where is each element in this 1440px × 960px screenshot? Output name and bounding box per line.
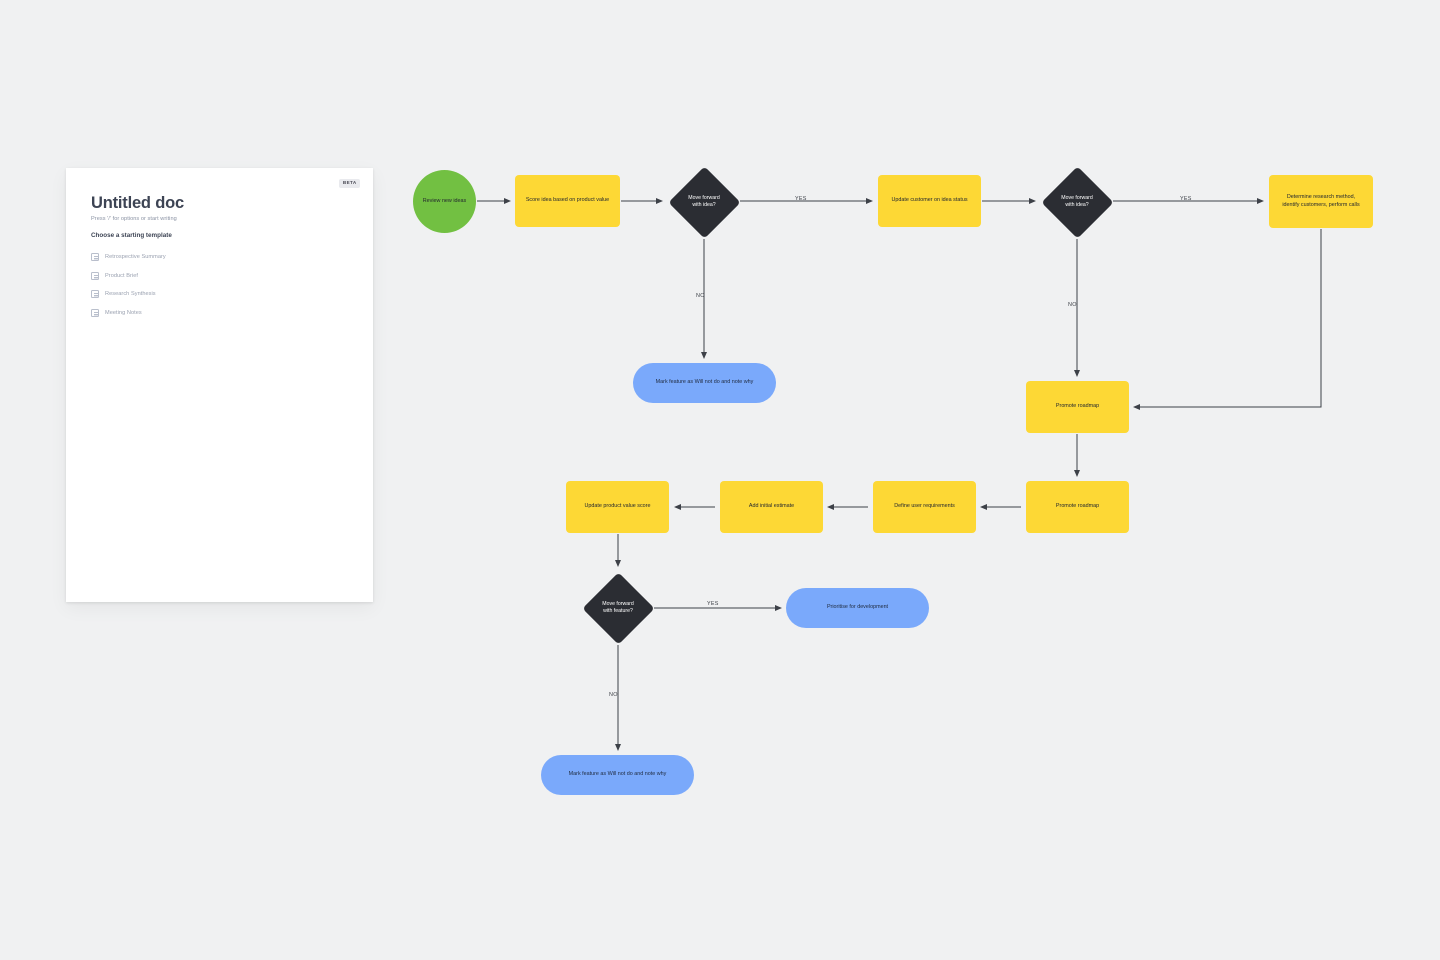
edge-label-yes-1: YES — [795, 196, 807, 202]
template-list: Retrospective Summary Product Brief Rese… — [91, 248, 291, 322]
document-icon — [91, 290, 99, 299]
node-mark-will-not-do-1[interactable]: Mark feature as Will not do and note why — [633, 363, 776, 403]
template-item-label: Retrospective Summary — [105, 254, 166, 261]
template-section-title: Choose a starting template — [91, 232, 172, 239]
node-label: Score idea based on product value — [525, 197, 610, 204]
node-label: Mark feature as Will not do and note why — [568, 771, 667, 778]
node-label: Promote roadmap — [1055, 503, 1100, 510]
page-title[interactable]: Untitled doc — [91, 194, 184, 212]
template-item-label: Product Brief — [105, 272, 138, 279]
node-label: Review new ideas — [422, 197, 467, 204]
node-prioritise-for-development[interactable]: Prioritise for development — [786, 588, 929, 628]
document-icon — [91, 309, 99, 318]
template-item-label: Research Synthesis — [105, 291, 156, 298]
node-label: Add initial estimate — [748, 503, 795, 510]
node-label: Prioritise for development — [826, 604, 889, 611]
template-item-label: Meeting Notes — [105, 310, 142, 317]
node-score-idea[interactable]: Score idea based on product value — [515, 175, 620, 227]
document-icon — [91, 253, 99, 262]
node-promote-roadmap-1[interactable]: Promote roadmap — [1026, 381, 1129, 433]
template-item-product-brief[interactable]: Product Brief — [91, 267, 291, 286]
beta-badge: BETA — [339, 179, 360, 188]
edge-label-yes-2: YES — [1180, 196, 1192, 202]
node-label: Update customer on idea status — [891, 197, 968, 204]
edge-label-no-2: NO — [1068, 302, 1077, 308]
edge-label-no-3: NO — [609, 692, 618, 698]
node-determine-research-method[interactable]: Determine research method,identify custo… — [1269, 175, 1373, 228]
edge-label-no-1: NO — [696, 293, 705, 299]
document-panel[interactable]: BETA Untitled doc Press '/' for options … — [66, 168, 373, 602]
node-label: Define user requirements — [894, 503, 955, 510]
node-add-initial-estimate[interactable]: Add initial estimate — [720, 481, 823, 533]
template-item-meeting-notes[interactable]: Meeting Notes — [91, 304, 291, 323]
node-define-user-requirements[interactable]: Define user requirements — [873, 481, 976, 533]
edge-label-yes-3: YES — [707, 601, 719, 607]
template-item-research-synthesis[interactable]: Research Synthesis — [91, 285, 291, 304]
diamond-icon — [1040, 165, 1114, 239]
doc-placeholder-hint: Press '/' for options or start writing — [91, 216, 177, 222]
diamond-icon — [667, 165, 741, 239]
node-label: Determine research method,identify custo… — [1282, 194, 1360, 208]
diamond-icon — [581, 571, 655, 645]
edge-research-to-promote — [1133, 229, 1322, 410]
node-update-product-value-score[interactable]: Update product value score — [566, 481, 669, 533]
node-update-customer[interactable]: Update customer on idea status — [878, 175, 981, 227]
template-item-retrospective-summary[interactable]: Retrospective Summary — [91, 248, 291, 267]
node-mark-will-not-do-2[interactable]: Mark feature as Will not do and note why — [541, 755, 694, 795]
node-label: Mark feature as Will not do and note why — [655, 379, 754, 386]
node-label: Promote roadmap — [1055, 403, 1100, 410]
document-icon — [91, 271, 99, 280]
node-review-new-ideas[interactable]: Review new ideas — [413, 170, 476, 233]
node-label: Update product value score — [584, 503, 651, 510]
node-promote-roadmap-2[interactable]: Promote roadmap — [1026, 481, 1129, 533]
